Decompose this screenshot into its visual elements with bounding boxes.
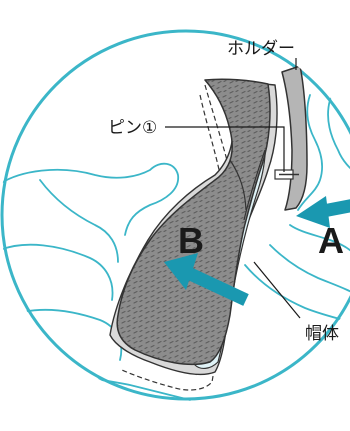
holder xyxy=(281,65,308,211)
detail-content xyxy=(0,59,350,401)
left-hand-outline xyxy=(0,162,191,401)
right-hand-outline xyxy=(244,59,350,326)
cap-body-leader-line xyxy=(253,261,301,319)
holder-label: ホルダー xyxy=(227,39,295,59)
cap-body-label: 帽体 xyxy=(305,324,339,344)
cap-dashed-inner xyxy=(195,94,223,376)
arrow-a xyxy=(296,196,350,228)
cap-fold-line xyxy=(229,149,266,221)
pin-leader-line xyxy=(165,126,285,172)
pin-label: ピン① xyxy=(108,118,157,138)
arrow-b xyxy=(164,253,249,306)
arrow-a-label: A xyxy=(318,220,344,261)
arrow-b-label: B xyxy=(178,220,204,261)
